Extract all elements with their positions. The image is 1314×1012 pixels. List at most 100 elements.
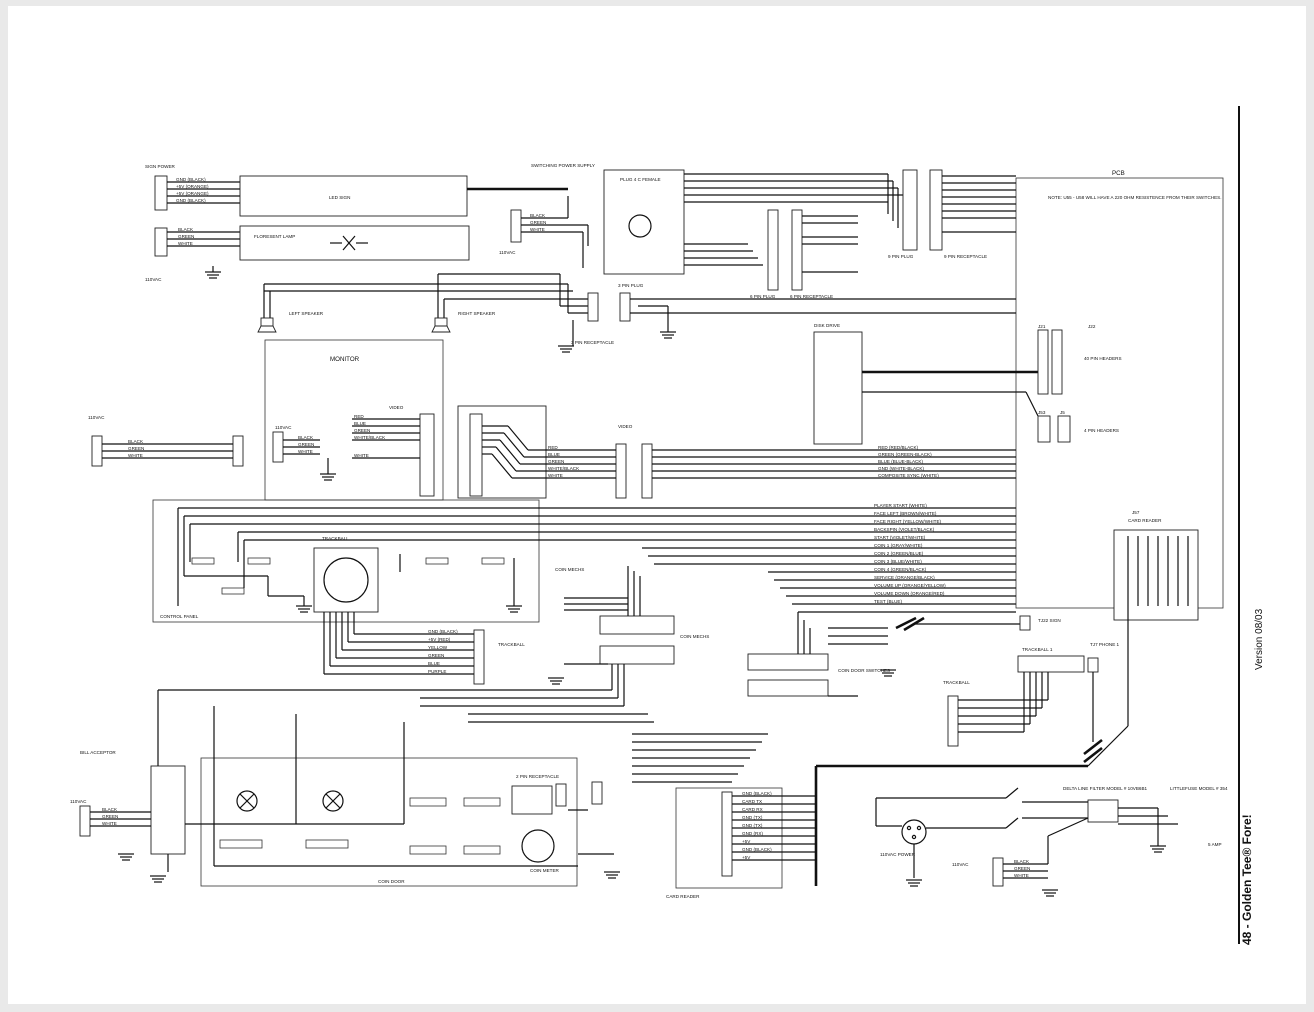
supply-wires: BLACK GREEN WHITE: [498, 187, 589, 268]
ac-wire-label: BLACK: [102, 807, 118, 812]
control-panel-wires: [177, 507, 1016, 606]
ac-wire-label: GREEN: [128, 446, 144, 451]
backspin-switch: [221, 587, 245, 595]
trackball-wire-label: +5V (RED): [428, 637, 451, 642]
recept-2pin-label: 2 PIN RECEPTACLE: [516, 774, 559, 779]
video-10pin-connector: [469, 413, 483, 497]
control-buttons: [191, 557, 505, 595]
video-wire-label: BLUE: [354, 421, 366, 426]
control-wire-label: COIN 3 (BLUE/WHITE): [874, 559, 922, 564]
ac-wire-label: GREEN: [102, 814, 118, 819]
j53-label: J53: [1038, 410, 1046, 415]
monitor-ac-wires: BLACK GREEN WHITE: [283, 435, 320, 455]
ac-wire-label: GREEN: [1014, 866, 1030, 871]
pcb-video-label: COMPOSITE SYNC (WHITE): [878, 473, 939, 478]
trackball-right-label: TRACKBALL: [943, 680, 970, 685]
video-wire-label: WHITE: [548, 473, 563, 478]
coin-switch-2: [305, 839, 349, 849]
speaker-icon: [257, 317, 277, 333]
control-wire-label: SERVICE (ORANGE/BLACK): [874, 575, 935, 580]
ground-icon: [205, 266, 221, 279]
control-wire-label: TEST (BLUE): [874, 599, 902, 604]
ac-wire-label: WHITE: [128, 453, 143, 458]
control-panel-label: CONTROL PANEL: [160, 614, 199, 619]
led-sign-label: LED SIGN: [329, 195, 350, 200]
sign-wire-label: GND (BLACK): [176, 198, 206, 203]
video-wire-label: BLUE: [548, 452, 560, 457]
j57-card-reader-label: CARD READER: [1128, 518, 1162, 523]
monitor-input-110vac: 110VAC: [88, 415, 105, 420]
recept-6pin-label: 6 PIN RECEPTACLE: [790, 294, 833, 299]
face-left-switch: [191, 557, 215, 565]
ground-icon: [548, 677, 564, 685]
card-wire-label: GND (BLACK): [742, 847, 772, 852]
ac-wire-label: BLACK: [298, 435, 314, 440]
control-wire-label: FACE RIGHT (YELLOW/WHITE): [874, 519, 942, 524]
trackball-wire-label: YELLOW: [428, 645, 448, 650]
speaker-plug: [619, 292, 631, 322]
fluorescent-lamp-box: [239, 225, 470, 261]
sign-wire-label: GND (BLACK): [176, 177, 206, 182]
ground-icon: [880, 669, 896, 677]
switching-supply-label: SWITCHING POWER SUPPLY: [531, 163, 595, 168]
j57-connector: [1113, 529, 1199, 621]
monitor-input-receptacle: [91, 435, 103, 467]
wiring-diagram: PCB NOTE: U55 - U58 WILL HAVE A 220 OHM …: [70, 163, 1228, 899]
control-wire-label: VOLUME DOWN (ORANGE/RED): [874, 591, 945, 596]
header-j5: [1057, 415, 1071, 443]
j22-label: J22: [1088, 324, 1096, 329]
disk-drive-box: [813, 331, 863, 445]
coin-mech-connector-2: [599, 645, 675, 665]
version-text: Version 08/03: [1254, 608, 1265, 670]
control-wire-label: PLAYER START (WHITE): [874, 503, 927, 508]
monitor-video-wires: RED BLUE GREEN WHITE/BLACK WHITE: [352, 414, 420, 459]
plug-3pin-label: 3 PIN PLUG: [618, 283, 644, 288]
coin-lamp-1-icon: [236, 790, 258, 812]
coin-mech-wires: [564, 566, 641, 665]
card-wire-label: +5V: [742, 855, 751, 860]
coin-mechs-label: COIN MECHS: [555, 567, 584, 572]
ac-wire-label: WHITE: [1014, 873, 1029, 878]
trackball-right-wires: [958, 672, 1049, 733]
bill-110vac-label: 110VAC: [70, 799, 87, 804]
pcb-9pin-plug: [902, 169, 918, 251]
headers-4-label: 4 PIN HEADERS: [1084, 428, 1119, 433]
ground-icon: [506, 605, 522, 613]
video-wire-label: WHITE/BLACK: [354, 435, 386, 440]
power-switch-icon: [1005, 787, 1019, 829]
sign-power-connector: [154, 175, 168, 211]
ac-wire-label: BLACK: [128, 439, 144, 444]
card-reader-receptacle: [721, 791, 733, 877]
ac-wire-label: GREEN: [298, 442, 314, 447]
bottom-110vac-label: 110VAC: [952, 862, 969, 867]
card-reader-wires: GND (BLACK) CARD TX CARD RX GND (TX) GND…: [732, 791, 816, 861]
recept-9pin-label: 9 PIN RECEPTACLE: [944, 254, 987, 259]
tj22-connector: [1019, 615, 1031, 631]
sign-wire-label: +5V (ORANGE): [176, 184, 209, 189]
control-wire-label: VOLUME UP (ORANGE/YELLOW): [874, 583, 946, 588]
ground-icon: [1150, 845, 1166, 853]
trackball-wire-label: PURPLE: [428, 669, 446, 674]
service-switch: [409, 797, 447, 807]
header-j21: [1037, 329, 1049, 395]
coin-door-connector-1: [747, 653, 829, 671]
control-wire-label: START (VIOLET/WHITE): [874, 535, 926, 540]
schematic-page: PCB NOTE: U55 - U58 WILL HAVE A 220 OHM …: [8, 6, 1306, 1004]
video-wire-label: RED: [354, 414, 364, 419]
card-wire-label: GND (RX): [742, 831, 763, 836]
power-supply-box: [603, 169, 685, 275]
pcb-9pin-receptacle: [929, 169, 943, 251]
headers-40-label: 40 PIN HEADERS: [1084, 356, 1122, 361]
trackball-receptacle: [473, 629, 485, 685]
video-harness-wires: RED BLUE GREEN WHITE/BLACK WHITE: [482, 425, 616, 479]
trackball-right-plug: [947, 695, 959, 747]
ground-icon: [320, 458, 336, 481]
lamp-symbol-icon: [330, 235, 368, 251]
j57-wires: [1127, 536, 1189, 606]
page-title: 48 - Golden Tee® Fore!: [1240, 814, 1254, 945]
phone-connector: [1087, 657, 1099, 673]
monitor-video-label: VIDEO: [389, 405, 404, 410]
supply-output-wires: [684, 173, 903, 266]
power-inlet-wires: [875, 797, 1006, 878]
pcb-video-label: GND (WHITE-BLACK): [878, 466, 924, 471]
